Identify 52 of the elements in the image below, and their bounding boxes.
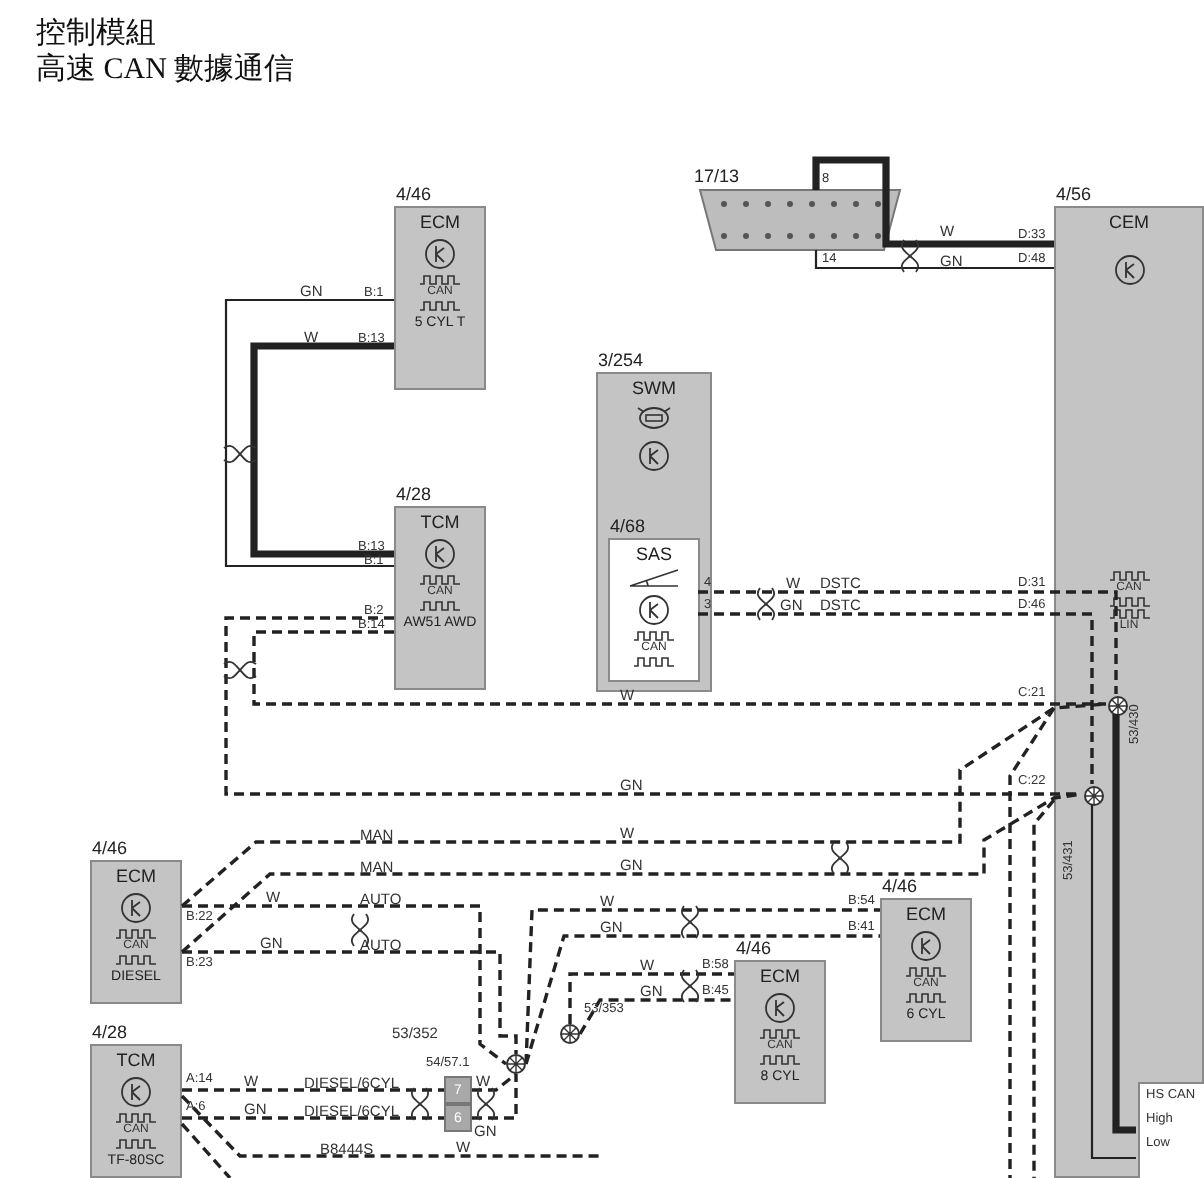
module-name: CEM — [1109, 212, 1149, 234]
part-number: 4/28 — [396, 484, 432, 504]
splice-point — [560, 1024, 580, 1044]
part-number: 4/56 — [1056, 184, 1092, 204]
wire — [252, 630, 1106, 706]
wire — [698, 612, 1094, 784]
part-number: 4/28 — [92, 1022, 128, 1042]
splice-point — [1084, 786, 1104, 806]
wire — [698, 590, 1118, 694]
part-number: 4/68 — [610, 516, 646, 536]
wire — [224, 616, 1082, 796]
wire — [568, 972, 734, 1024]
wire — [524, 934, 880, 1065]
part-number: 4/46 — [92, 838, 128, 858]
wire — [1090, 804, 1136, 1160]
wire — [524, 908, 880, 1065]
wire — [1008, 707, 1056, 1178]
module-name: SWM — [632, 378, 676, 400]
module-name: SAS — [635, 544, 672, 566]
wire — [1112, 714, 1136, 1134]
wire — [812, 156, 1054, 248]
part-number: 4/46 — [882, 876, 918, 896]
wire — [182, 1116, 444, 1120]
wire — [814, 250, 1054, 270]
wire — [180, 792, 1083, 954]
part-number: 4/46 — [736, 938, 772, 958]
part-number: 17/13 — [694, 166, 740, 186]
wire — [182, 904, 508, 1066]
wire — [250, 342, 394, 558]
part-number: 4/46 — [396, 184, 432, 204]
wire — [180, 1122, 232, 1178]
module-name: TCM — [116, 1050, 156, 1072]
module-name: ECM — [420, 212, 460, 234]
module-name: ECM — [116, 866, 156, 888]
wire — [180, 702, 1107, 908]
wire — [182, 950, 518, 1054]
subtitle: 高速 CAN 數據通信 — [36, 52, 295, 88]
wire — [1032, 798, 1056, 1178]
module-name: TCM — [420, 512, 460, 534]
wire — [224, 298, 394, 568]
splice-point — [1108, 696, 1128, 716]
wire — [578, 998, 734, 1035]
splice-point — [506, 1054, 526, 1074]
module-name: ECM — [906, 904, 946, 926]
inline-connector — [444, 1076, 472, 1132]
module-name: ECM — [760, 966, 800, 988]
wire — [182, 1088, 444, 1092]
part-number: 3/254 — [598, 350, 644, 370]
wire — [180, 1094, 600, 1158]
title: 控制模組 — [36, 16, 156, 52]
wire — [472, 1074, 518, 1120]
bus-key-box — [1138, 1082, 1204, 1178]
